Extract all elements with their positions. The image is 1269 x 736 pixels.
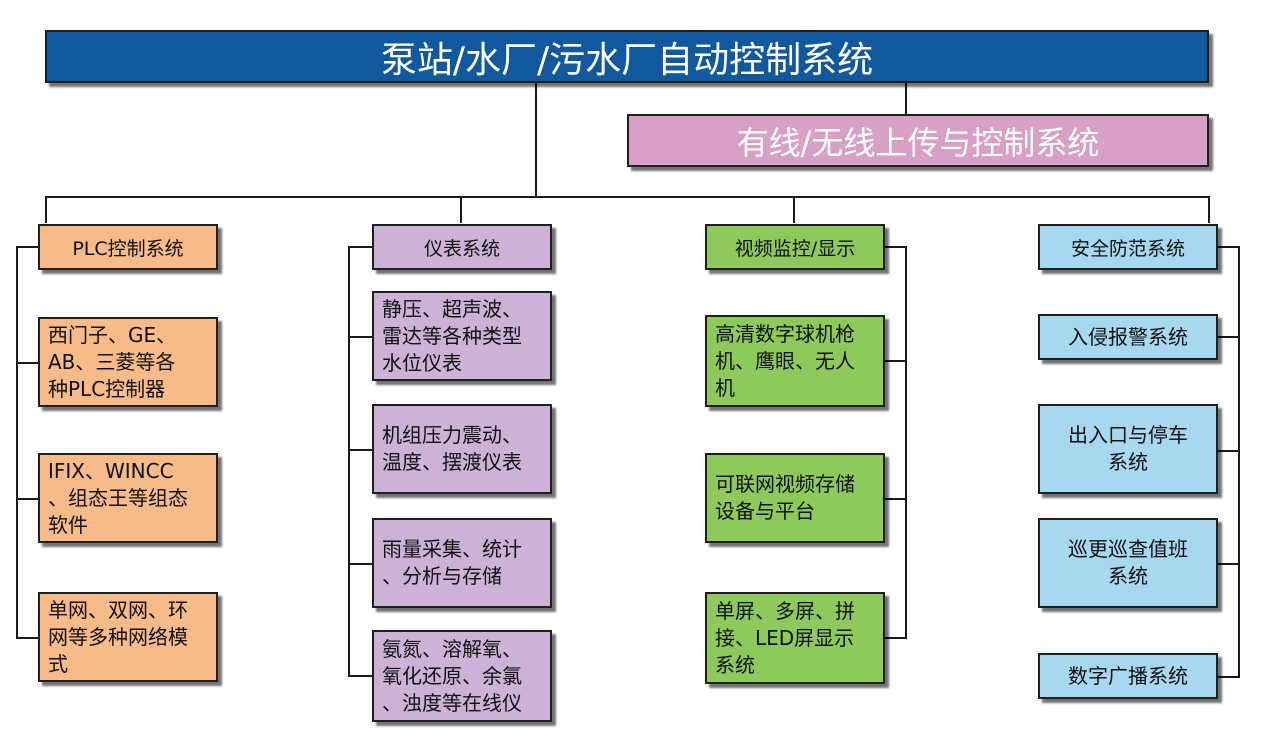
title-trunk-line [535,83,537,196]
video-item-display: 单屏、多屏、拼 接、LED屏显示 系统 [705,592,885,684]
plc-item-software: IFIX、WINCC 、组态王等组态 软件 [38,453,218,543]
plc-item-network: 单网、双网、环 网等多种网络模 式 [38,592,218,682]
branch-security-1 [1217,336,1240,338]
subtitle-link-line [905,83,907,114]
system-title: 泵站/水厂/污水厂自动控制系统 [45,30,1209,83]
spine-plc [16,246,18,639]
branch-plc-1 [16,362,38,364]
drop-line-security [1208,196,1210,223]
branch-security-header [1217,246,1240,248]
instrument-item-water-quality: 氨氮、溶解氧、 氧化还原、余氯 、浊度等在线仪 [372,630,552,722]
security-item-patrol: 巡更巡查值班 系统 [1038,518,1218,608]
branch-plc-3 [16,637,38,639]
instrument-header: 仪表系统 [372,224,552,270]
spine-instrument [348,246,350,677]
video-item-cameras: 高清数字球机枪 机、鹰眼、无人 机 [705,315,885,407]
branch-instrument-2 [348,449,372,451]
instrument-item-vibration: 机组压力震动、 温度、摆渡仪表 [372,404,552,494]
security-item-broadcast: 数字广播系统 [1038,653,1218,699]
instrument-item-rainfall: 雨量采集、统计 、分析与存储 [372,518,552,608]
drop-line-plc [45,196,47,223]
branch-video-2 [884,498,907,500]
distribution-bus-line [45,196,1210,198]
branch-instrument-4 [348,675,372,677]
spine-video [905,246,907,639]
plc-header: PLC控制系统 [38,224,218,270]
security-header: 安全防范系统 [1038,224,1218,270]
branch-security-2 [1217,450,1240,452]
branch-security-3 [1217,563,1240,565]
branch-security-4 [1217,676,1240,678]
branch-plc-header [16,246,38,248]
branch-video-1 [884,360,907,362]
branch-instrument-1 [348,336,372,338]
video-item-storage: 可联网视频存储 设备与平台 [705,453,885,543]
branch-instrument-3 [348,563,372,565]
spine-security [1238,246,1240,678]
drop-line-instrument [460,196,462,223]
security-item-access: 出入口与停车 系统 [1038,404,1218,494]
branch-plc-2 [16,498,38,500]
branch-video-3 [884,637,907,639]
video-header: 视频监控/显示 [705,224,885,270]
instrument-item-level: 静压、超声波、 雷达等各种类型 水位仪表 [372,291,552,381]
drop-line-video [793,196,795,223]
plc-item-controllers: 西门子、GE、 AB、三菱等各 种PLC控制器 [38,317,218,407]
branch-video-header [884,246,907,248]
security-item-intrusion: 入侵报警系统 [1038,314,1218,360]
branch-instrument-header [348,246,372,248]
transmission-subtitle: 有线/无线上传与控制系统 [627,114,1209,167]
